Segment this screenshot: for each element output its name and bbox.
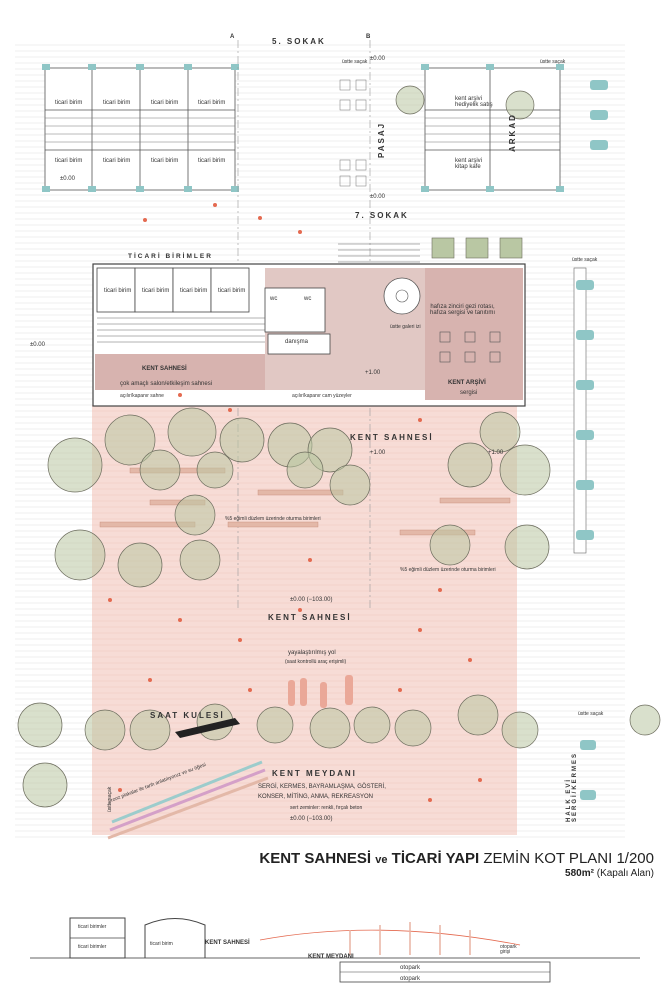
- area-note-text: (Kapalı Alan): [596, 868, 654, 879]
- bronze-benches: [107, 760, 269, 840]
- seating-note-2: %5 eğimli düzlem üzerinde oturma birimle…: [400, 567, 496, 573]
- shop-unit-label: ticari birim: [103, 100, 131, 106]
- title-part-2: ve: [375, 854, 388, 866]
- shop-unit-label: ticari birim: [218, 288, 246, 294]
- trees: [17, 85, 661, 808]
- title-part-4: ZEMİN KOT PLANI 1/200: [483, 850, 654, 867]
- shop-unit-label: ticari birim: [151, 158, 179, 164]
- archive-title: KENT ARŞİVİ: [448, 380, 486, 386]
- canopy-label: üstte saçak: [540, 59, 566, 65]
- shop-unit-label: ticari birim: [151, 100, 179, 106]
- square-level-label: ±0.00 (−103.00): [290, 597, 333, 603]
- planters: [431, 237, 523, 259]
- section-shop-upper: ticari birimler: [78, 924, 107, 930]
- halk-evi-columns: [580, 740, 596, 800]
- shop-unit-label: ticari birim: [198, 158, 226, 164]
- east-top-columns: [590, 80, 608, 150]
- meydan-heading: KENT MEYDANI: [272, 769, 357, 778]
- section-marker-a: A: [230, 34, 235, 40]
- drawing-title: KENT SAHNESİ ve TİCARİ YAPI ZEMİN KOT PL…: [259, 850, 654, 867]
- canopy-label: üstte saçak: [578, 711, 604, 717]
- events-line-1: SERGİ, KERMES, BAYRAMLAŞMA, GÖSTERİ,: [258, 784, 386, 790]
- level-label: ±0.00: [60, 176, 75, 182]
- section-shop-lower: ticari birimler: [78, 944, 107, 950]
- entry-stairs: [338, 243, 420, 263]
- title-part-1: KENT SAHNESİ: [259, 850, 372, 867]
- section-stage: KENT SAHNESİ: [205, 940, 250, 946]
- canopy-label: üstte saçak: [342, 59, 368, 65]
- shop-unit-label: ticari birim: [142, 288, 170, 294]
- section-drawing: [30, 917, 640, 983]
- shop-unit-label: ticari birim: [55, 100, 83, 106]
- clock-tower-wall: [175, 718, 240, 738]
- pasaj-label: PASAJ: [377, 121, 386, 158]
- section-shop-mid: ticari birim: [150, 941, 173, 947]
- pasaj-tables: [339, 79, 367, 187]
- level-label: +1.00: [365, 370, 381, 376]
- section-parking-2: otopark: [400, 976, 421, 982]
- level-label: +1.00: [370, 450, 386, 456]
- archive-subtitle: sergisi: [460, 390, 478, 396]
- wc-label: wc: [270, 296, 278, 302]
- level-label: ±0.00: [30, 342, 45, 348]
- title-part-3: TİCARİ YAPI: [391, 850, 480, 867]
- pedestrian-road-label: yayalaştırılmış yol: [288, 650, 336, 656]
- stage-room-subtitle: çok amaçlı salon/etkileşim sahnesi: [120, 381, 213, 387]
- street-5-label: 5. SOKAK: [272, 37, 326, 46]
- canopy-label: üstte saçak: [572, 257, 598, 263]
- shop-unit-label: ticari birim: [104, 288, 132, 294]
- seating-note-1: %5 eğimli düzlem üzerinde oturma birimle…: [225, 516, 321, 522]
- top-archive-block: [424, 67, 561, 191]
- square-level-label: ±0.00 (−103.00): [290, 816, 333, 822]
- stage-heading-2: KENT SAHNESİ: [268, 613, 352, 622]
- stage-room-title: KENT SAHNESİ: [142, 366, 187, 372]
- section-parking-entry: otopark girişi: [500, 944, 517, 955]
- memory-route-label: hafıza zinciri gezi rotası, hafıza sergi…: [430, 304, 496, 316]
- events-line-2: KONSER, MİTİNG, ANMA, REKREASYON: [258, 794, 374, 800]
- archive-gift-label: kent arşivi hediyelik satış: [455, 96, 493, 108]
- ground-marks: [108, 203, 482, 802]
- shop-unit-label: ticari birim: [198, 100, 226, 106]
- arkad-label: ARKAD: [508, 113, 517, 152]
- level-label: ±0.00: [370, 194, 385, 200]
- archive-cafe-label: kent arşivi kitap kafe: [455, 158, 483, 170]
- street-7-label: 7. SOKAK: [355, 211, 409, 220]
- section-parking-1: otopark: [400, 965, 421, 971]
- area-value: 580m²: [565, 868, 594, 879]
- east-building: [573, 267, 594, 554]
- main-building: [92, 263, 526, 407]
- halk-evi-label: HALK EVİ SERGİ/KERMES: [566, 751, 578, 822]
- canopy-label: üstte saçak: [107, 786, 113, 812]
- top-shop-block: [44, 67, 236, 191]
- clock-tower-label: SAAT KULESİ: [150, 711, 225, 720]
- level-label: ±0.00: [370, 56, 385, 62]
- pedestrian-road-note: (saat kontrollü araç erişimli): [285, 659, 347, 665]
- wc-label: wc: [304, 296, 312, 302]
- section-marker-b: B: [366, 34, 371, 40]
- upper-void-label: üstte galeri izi: [390, 324, 421, 330]
- stage-doors-label: açılır/kapanır sahne: [120, 393, 164, 399]
- glass-doors-label: açılır/kapanır cam yüzeyler: [292, 393, 352, 399]
- shop-unit-label: ticari birim: [180, 288, 208, 294]
- top-columns: [42, 64, 564, 192]
- area-note: 580m² (Kapalı Alan): [565, 868, 654, 879]
- people: [288, 675, 353, 708]
- level-label: +1.00: [488, 450, 504, 456]
- shops-heading: TİCARİ BİRİMLER: [128, 253, 213, 260]
- shop-unit-label: ticari birim: [103, 158, 131, 164]
- surface-note: sert zeminler: renkli, fırçalı beton: [290, 805, 363, 811]
- shop-unit-label: ticari birim: [55, 158, 83, 164]
- stage-heading-1: KENT SAHNESİ: [350, 433, 434, 442]
- section-meydan: KENT MEYDANI: [308, 954, 354, 960]
- info-desk-label: danışma: [285, 339, 309, 345]
